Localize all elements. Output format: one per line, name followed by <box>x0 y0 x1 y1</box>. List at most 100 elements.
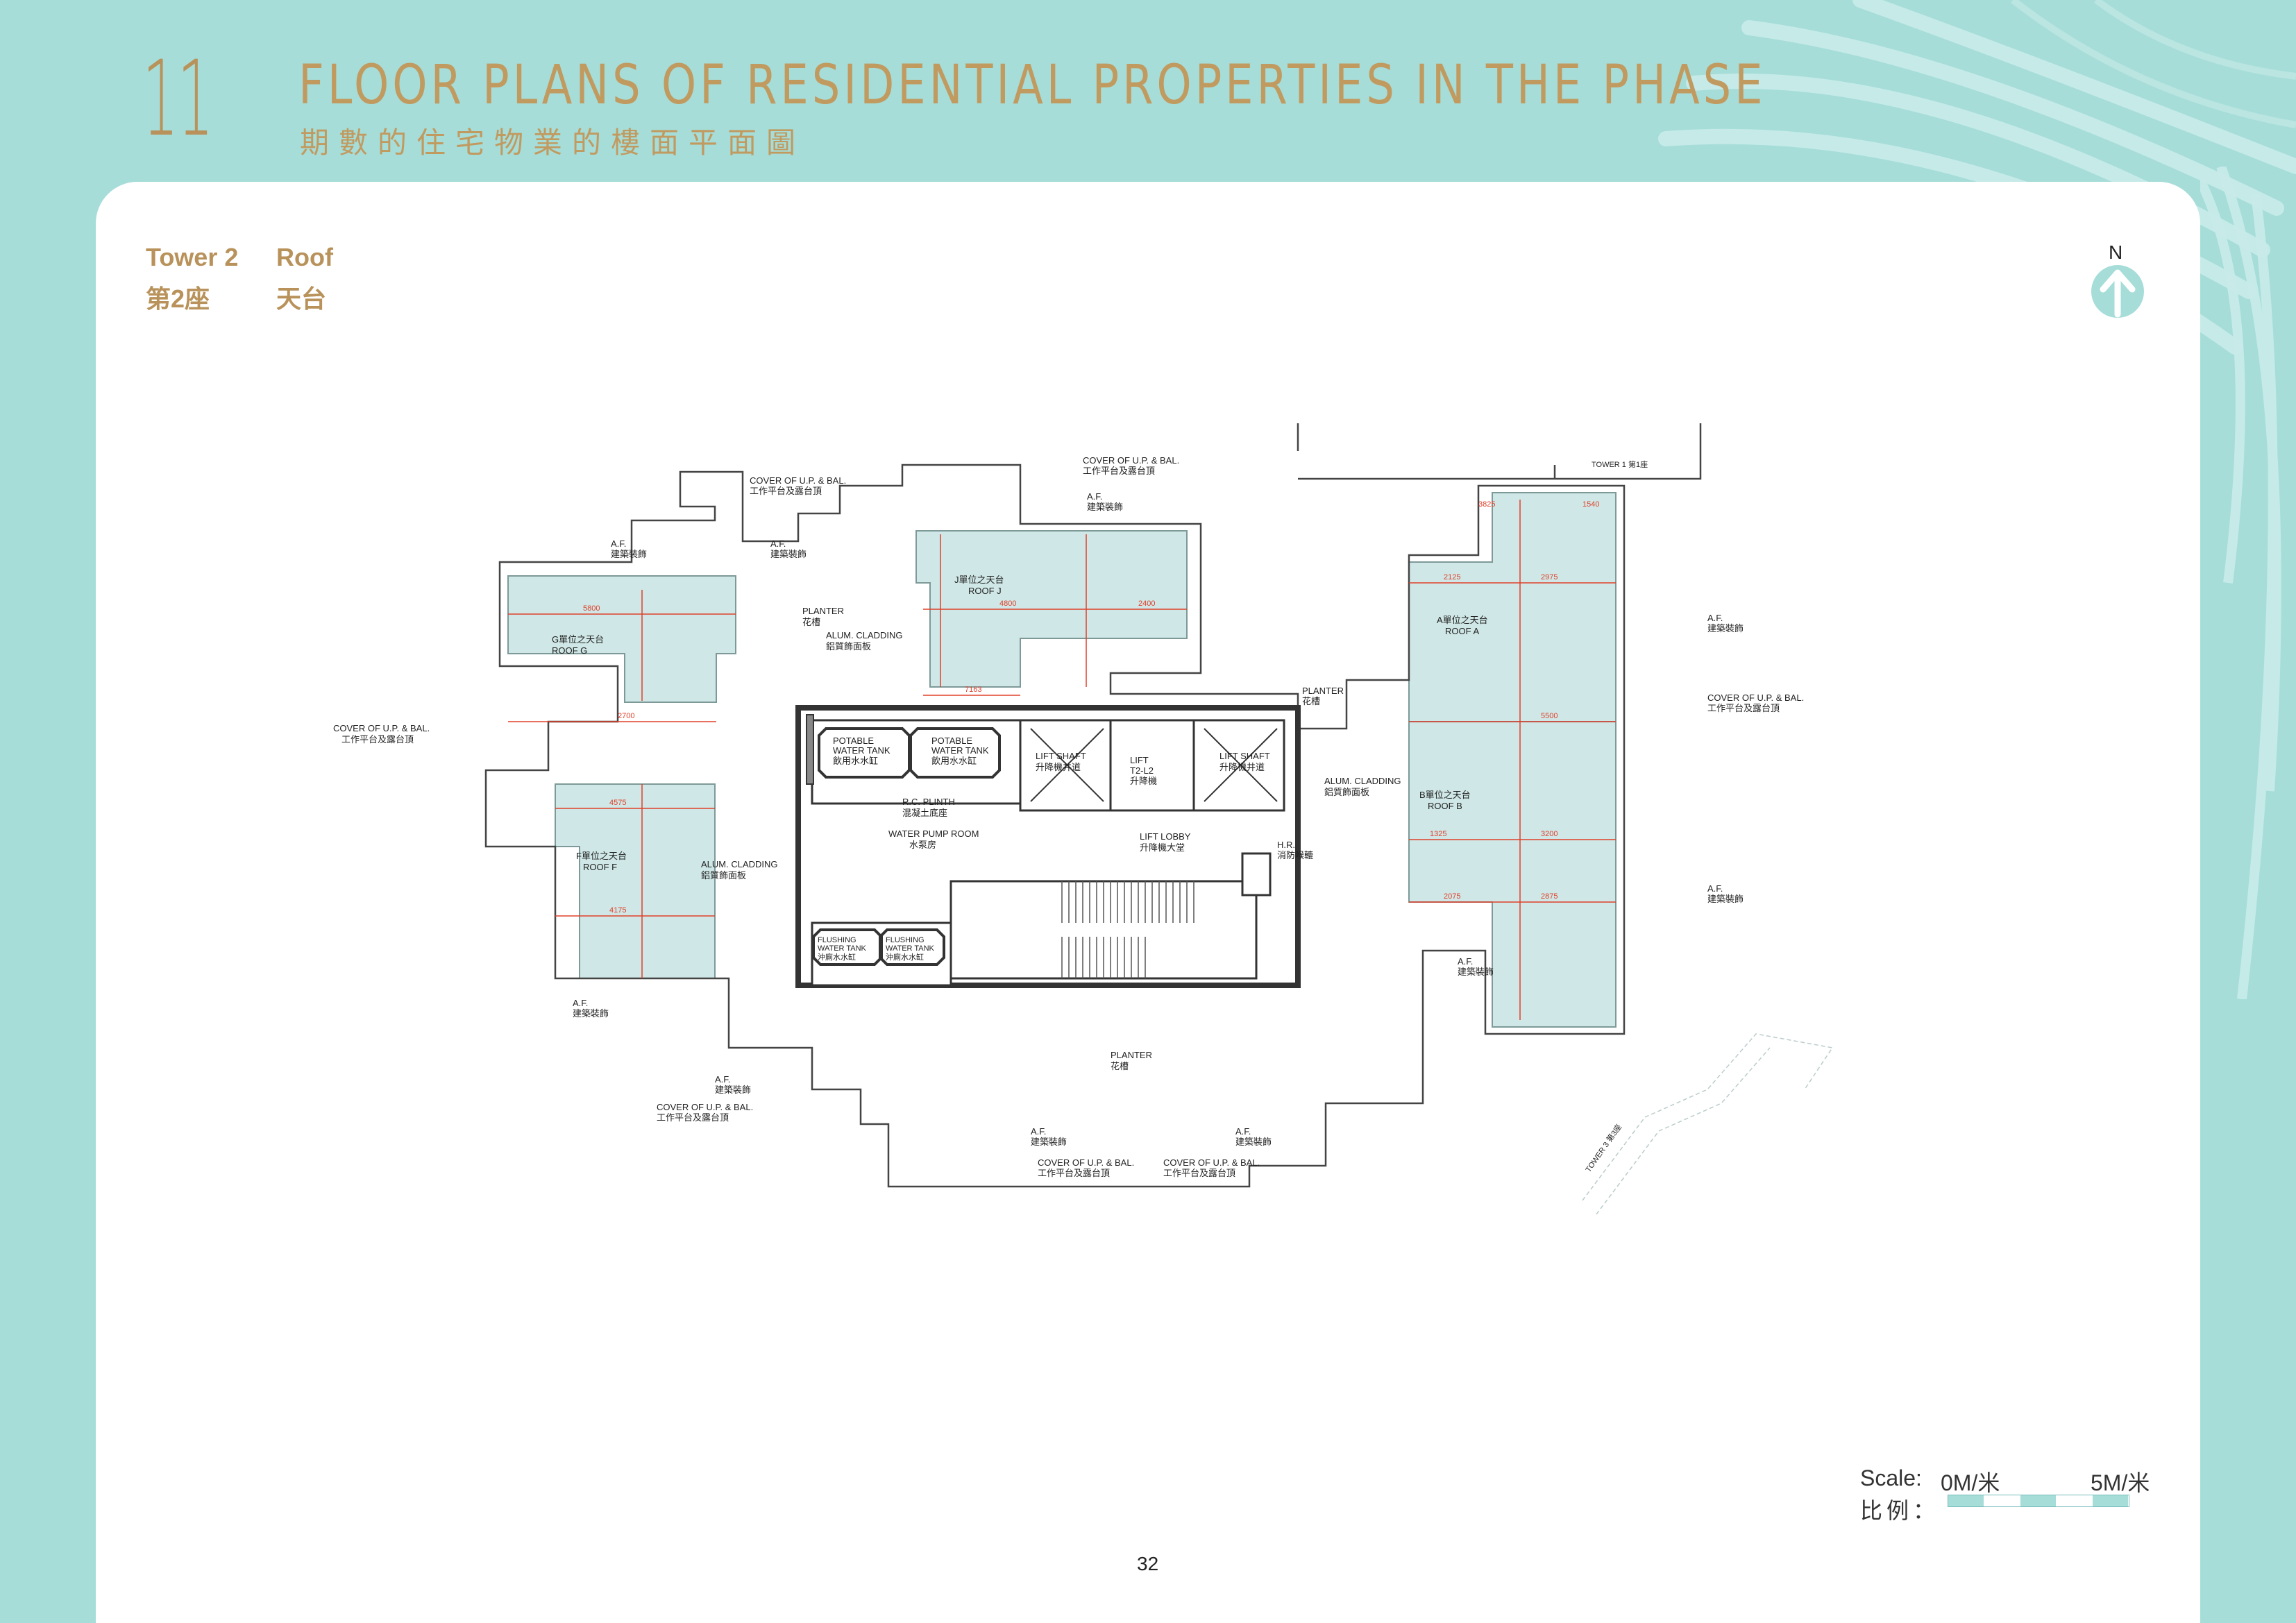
dim-label: 4175 <box>609 906 626 915</box>
roof-b-label-zh: B單位之天台 <box>1419 790 1471 800</box>
cladding-label-zh: 鋁質飾面板 <box>1324 787 1369 797</box>
scale-start: 0M/米 <box>1941 1470 2000 1495</box>
roof-a-area <box>1408 492 1617 722</box>
cladding-label: ALUM. CLADDING <box>701 859 778 869</box>
af-label: A.F. <box>715 1074 730 1085</box>
cover-label: COVER OF U.P. & BAL. <box>1038 1157 1134 1168</box>
scale-bar <box>1948 1495 2129 1507</box>
tower-label-chinese: 第2座 <box>146 284 210 313</box>
cover-label: COVER OF U.P. & BAL. <box>1083 455 1179 466</box>
dim-label: 1540 <box>1582 500 1599 509</box>
page-title: FLOOR PLANS OF RESIDENTIAL PROPERTIES IN… <box>298 54 1766 117</box>
tower-3-label: TOWER 3 第3座 <box>1583 1122 1623 1173</box>
dim-label: 2975 <box>1541 573 1558 581</box>
cover-label: COVER OF U.P. & BAL. <box>1163 1157 1260 1168</box>
cladding-label-zh: 鋁質飾面板 <box>701 870 746 881</box>
flushing-tank-label: FLUSHING <box>886 936 925 944</box>
af-label-zh: 建築裝飾 <box>611 549 647 559</box>
cover-label-zh: 工作平台及露台頂 <box>1038 1168 1110 1178</box>
lift-lobby-label-zh: 升降機大堂 <box>1140 842 1185 853</box>
dim-label: 7163 <box>965 686 981 694</box>
planter-label: PLANTER <box>1302 686 1344 696</box>
pump-room-label-zh: 水泵房 <box>909 840 936 850</box>
roof-b-area <box>1408 721 1617 1028</box>
af-label: A.F. <box>1707 613 1723 623</box>
roof-floor-plan: 5800 2700 4575 4175 4800 2400 7163 2125 … <box>333 423 1832 1215</box>
palm-leaf-decoration-right <box>2200 167 2281 999</box>
scale-label: Scale: <box>1860 1465 1922 1490</box>
potable-tank-label-zh: 飲用水水缸 <box>931 756 977 766</box>
af-label-zh: 建築裝飾 <box>1707 894 1744 904</box>
pump-room-label: WATER PUMP ROOM <box>888 829 979 839</box>
page-title-chinese: 期數的住宅物業的樓面平面圖 <box>300 126 806 159</box>
flushing-tank-label: FLUSHING <box>818 936 856 944</box>
af-label-zh: 建築裝飾 <box>1458 967 1494 977</box>
dim-label: 5500 <box>1541 712 1558 720</box>
cladding-label: ALUM. CLADDING <box>826 630 903 640</box>
cover-label-zh: 工作平台及露台頂 <box>1163 1168 1235 1178</box>
lift-lobby-label: LIFT LOBBY <box>1140 831 1191 842</box>
dim-label: 2875 <box>1541 892 1558 901</box>
roof-j-label-zh: J單位之天台 <box>954 575 1004 585</box>
building-outline <box>484 464 1626 1188</box>
flushing-tank-label-zh: 沖廁水水缸 <box>886 952 924 962</box>
rc-plinth-label: R.C. PLINTH <box>902 797 955 807</box>
floor-label-chinese: 天台 <box>276 284 327 313</box>
dim-label: 2125 <box>1444 573 1460 581</box>
dim-label: 2400 <box>1138 600 1155 608</box>
north-arrow-icon <box>2091 265 2144 318</box>
scale-label-chinese: 比例： <box>1860 1498 1940 1523</box>
cover-label: COVER OF U.P. & BAL. <box>750 475 846 486</box>
dim-label: 3825 <box>1478 500 1495 509</box>
potable-tank-label: WATER TANK <box>833 745 890 756</box>
rc-plinth-label-zh: 混凝土底座 <box>902 808 947 818</box>
dim-label: 1325 <box>1430 830 1446 838</box>
cover-label-zh: 工作平台及露台頂 <box>750 486 822 496</box>
dim-label: 2075 <box>1444 892 1460 901</box>
dim-label: 4800 <box>999 600 1016 608</box>
lift-label-zh: 升降機 <box>1130 776 1157 786</box>
af-label-zh: 建築裝飾 <box>1031 1137 1067 1147</box>
cover-label: COVER OF U.P. & BAL. <box>657 1102 753 1112</box>
af-label-zh: 建築裝飾 <box>715 1085 751 1095</box>
flushing-tank-label: WATER TANK <box>818 944 867 953</box>
cladding-label-zh: 鋁質飾面板 <box>826 641 871 652</box>
cover-label: COVER OF U.P. & BAL. <box>1707 692 1804 703</box>
roof-g-area <box>507 575 736 703</box>
potable-tank-label-zh: 飲用水水缸 <box>833 756 878 766</box>
roof-a-label-zh: A單位之天台 <box>1437 615 1488 625</box>
cladding-label: ALUM. CLADDING <box>1324 776 1401 786</box>
planter-label-zh: 花槽 <box>1302 696 1320 706</box>
lift-label: LIFT <box>1130 755 1149 765</box>
roof-f-label: ROOF F <box>583 862 617 872</box>
af-label-zh: 建築裝飾 <box>573 1008 609 1019</box>
af-label: A.F. <box>1235 1126 1251 1137</box>
lift-shaft-label-zh: 升降機井道 <box>1036 762 1081 772</box>
section-number: 11 <box>142 39 214 160</box>
tower-1-label: TOWER 1 第1座 <box>1592 459 1648 469</box>
af-label: A.F. <box>1707 883 1723 894</box>
hose-reel-label: H.R. <box>1277 840 1295 850</box>
lift-shaft-label: LIFT SHAFT <box>1036 751 1086 761</box>
planter-label-zh: 花槽 <box>802 617 820 627</box>
dim-label: 2700 <box>618 712 634 720</box>
af-label-zh: 建築裝飾 <box>1087 502 1123 512</box>
hose-reel-label-zh: 消防喉轆 <box>1277 850 1313 860</box>
roof-f-area <box>555 783 716 979</box>
af-label-zh: 建築裝飾 <box>1707 623 1744 634</box>
cover-label-zh: 工作平台及露台頂 <box>1083 466 1155 476</box>
af-label-zh: 建築裝飾 <box>1235 1137 1272 1147</box>
lift-shaft-label: LIFT SHAFT <box>1219 751 1270 761</box>
roof-f-label-zh: F單位之天台 <box>576 851 627 861</box>
dim-label: 3200 <box>1541 830 1558 838</box>
af-label: A.F. <box>770 538 786 549</box>
cover-label-zh: 工作平台及露台頂 <box>657 1112 729 1123</box>
roof-b-label: ROOF B <box>1428 801 1462 811</box>
scale-end: 5M/米 <box>2091 1470 2150 1495</box>
af-label: A.F. <box>611 538 626 549</box>
potable-tank-label: POTABLE <box>931 736 972 746</box>
north-label: N <box>2109 241 2123 263</box>
lift-shaft-label-zh: 升降機井道 <box>1219 762 1265 772</box>
roof-g-label: ROOF G <box>552 645 587 656</box>
planter-label-zh: 花槽 <box>1111 1061 1129 1071</box>
